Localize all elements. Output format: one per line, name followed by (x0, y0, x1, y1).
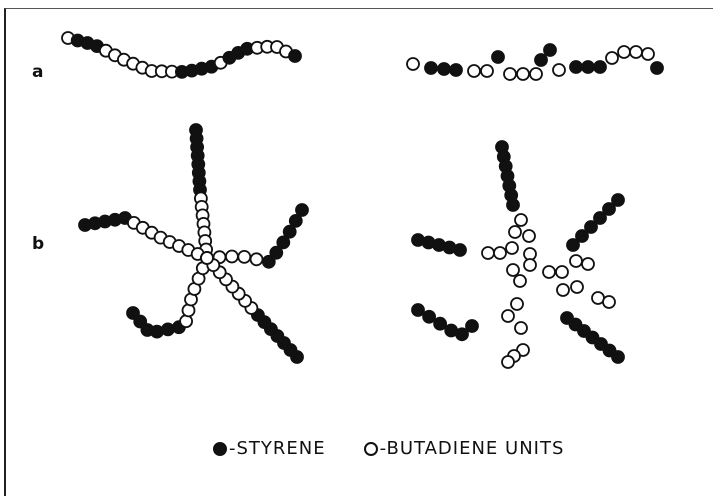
separated-butadiene-unit (570, 255, 582, 267)
random-chain-a-unit (606, 52, 618, 64)
random-chain-a-unit (642, 48, 654, 60)
star-arm-right-unit (251, 253, 263, 265)
star-arm-right-unit (263, 256, 275, 268)
star-arm-lower-left-unit (162, 323, 174, 335)
separated-block-lower-left-unit (466, 320, 478, 332)
separated-butadiene-unit (556, 266, 568, 278)
separated-butadiene-unit (524, 259, 536, 271)
random-chain-a-unit (544, 44, 556, 56)
random-chain-a-unit (407, 58, 419, 70)
separated-block-lower-left-unit (412, 304, 424, 316)
separated-butadiene-unit (506, 242, 518, 254)
random-chain-a-unit (504, 68, 516, 80)
butadiene-marker-icon (364, 442, 378, 456)
random-chain-a-unit (535, 54, 547, 66)
separated-butadiene-unit (494, 247, 506, 259)
separated-butadiene-unit (514, 275, 526, 287)
random-chain-a-unit (594, 61, 606, 73)
styrene-marker-icon (213, 442, 227, 456)
random-chain-a-unit (618, 46, 630, 58)
separated-butadiene-unit (523, 230, 535, 242)
star-arm-lower-right-unit (201, 252, 213, 264)
random-chain-a-unit (425, 62, 437, 74)
separated-butadiene-unit (571, 281, 583, 293)
random-chain-a-unit (438, 63, 450, 75)
separated-block-right-unit (612, 194, 624, 206)
legend-butadiene: -BUTADIENE UNITS (364, 438, 565, 459)
random-chain-a-unit (530, 68, 542, 80)
random-chain-a-unit (582, 61, 594, 73)
separated-butadiene-unit (502, 310, 514, 322)
separated-block-lower-left-unit (423, 311, 435, 323)
separated-block-lower-left-unit (456, 328, 468, 340)
random-chain-a-unit (468, 65, 480, 77)
random-chain-a-unit (492, 51, 504, 63)
separated-butadiene-unit (507, 264, 519, 276)
random-chain-a-unit (630, 46, 642, 58)
block-chain-a-unit (289, 50, 301, 62)
random-chain-a-unit (553, 64, 565, 76)
legend-styrene-label: -STYRENE (229, 438, 326, 459)
star-arm-lower-left-unit (151, 326, 163, 338)
separated-block-left-unit (454, 244, 466, 256)
separated-block-top-unit (507, 199, 519, 211)
legend-butadiene-label: -BUTADIENE UNITS (380, 438, 565, 459)
separated-block-lower-left-unit (434, 318, 446, 330)
separated-butadiene-unit (557, 284, 569, 296)
separated-butadiene-unit (582, 258, 594, 270)
star-arm-right-unit (238, 251, 250, 263)
separated-block-lower-right-unit (612, 351, 624, 363)
legend-styrene: -STYRENE (213, 438, 326, 459)
separated-butadiene-unit (502, 356, 514, 368)
separated-butadiene-unit (509, 226, 521, 238)
separated-butadiene-unit (603, 296, 615, 308)
random-chain-a-unit (481, 65, 493, 77)
random-chain-a-unit (651, 62, 663, 74)
star-arm-right-unit (296, 204, 308, 216)
separated-butadiene-unit (482, 247, 494, 259)
separated-butadiene-unit (511, 298, 523, 310)
star-arm-right-unit (226, 251, 238, 263)
separated-butadiene-unit (543, 266, 555, 278)
legend: -STYRENE -BUTADIENE UNITS (213, 438, 564, 459)
random-chain-a-unit (517, 68, 529, 80)
random-chain-a-unit (570, 61, 582, 73)
separated-butadiene-unit (515, 322, 527, 334)
separated-butadiene-unit (515, 214, 527, 226)
random-chain-a-unit (450, 64, 462, 76)
star-arm-lower-left-unit (183, 304, 195, 316)
